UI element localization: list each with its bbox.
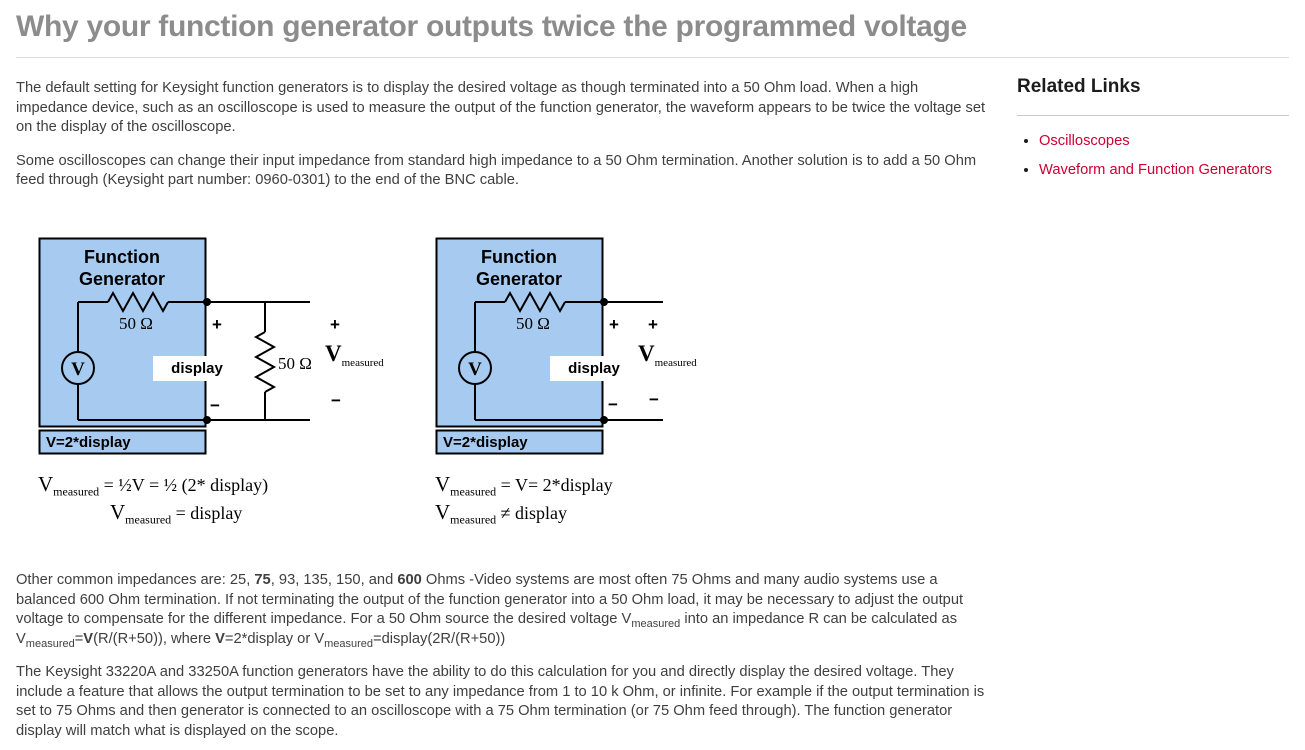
minus-sign: − <box>649 390 659 409</box>
circuit-unterminated-svg: Function Generator 50 Ω V display V=2*di… <box>435 237 697 454</box>
related-links-panel: Related Links Oscilloscopes Waveform and… <box>1017 58 1289 191</box>
plus-sign: + <box>330 315 340 334</box>
plus-sign: + <box>648 315 658 334</box>
equations-terminated: Vmeasured = ½V = ½ (2* display) Vmeasure… <box>38 471 398 527</box>
circuit-wires <box>474 290 663 421</box>
circuit-wires <box>77 290 310 421</box>
display-box <box>153 355 241 381</box>
v2display-label: V=2*display <box>46 434 131 451</box>
equation-line: Vmeasured = V= 2*display <box>435 472 613 499</box>
formula-bar <box>435 429 604 454</box>
voltage-source-label: V <box>71 359 85 380</box>
vmeasured-label: Vmeasured <box>638 341 697 369</box>
plus-sign: + <box>212 315 222 334</box>
list-item: Oscilloscopes <box>1039 133 1289 149</box>
link-oscilloscopes[interactable]: Oscilloscopes <box>1039 133 1130 149</box>
minus-sign: − <box>210 396 220 415</box>
return-node-dot <box>600 415 608 424</box>
circuit-unterminated-figure: Function Generator 50 Ω V display V=2*di… <box>435 237 735 528</box>
function-generator-box <box>435 237 604 427</box>
function-label: Function <box>481 247 557 267</box>
related-links-list: Oscilloscopes Waveform and Function Gene… <box>1017 133 1289 178</box>
circuit-terminated-svg: Function Generator 50 Ω V display V=2*di… <box>38 237 384 454</box>
display-box <box>550 355 638 381</box>
equation-line: Vmeasured = ½V = ½ (2* display) <box>38 472 269 499</box>
paragraph-impedances: Other common impedances are: 25, 75, 93,… <box>16 572 964 650</box>
equation-line: Vmeasured = display <box>110 500 243 527</box>
content-area: The default setting for Keysight functio… <box>16 58 1289 750</box>
equations-unterminated: Vmeasured = V= 2*display Vmeasured ≠ dis… <box>435 471 735 527</box>
load-resistor-label: 50 Ω <box>278 354 312 373</box>
generator-label: Generator <box>476 269 562 289</box>
paragraph-solution: Some oscilloscopes can change their inpu… <box>16 152 977 189</box>
source-resistor-label: 50 Ω <box>516 314 550 333</box>
voltage-source-label: V <box>468 359 482 380</box>
display-label: display <box>171 360 223 377</box>
function-generator-box <box>38 237 207 427</box>
list-item: Waveform and Function Generators <box>1039 162 1289 178</box>
paragraph-intro: The default setting for Keysight functio… <box>16 80 986 135</box>
voltage-source-circle <box>61 350 95 385</box>
voltage-source-circle <box>458 350 492 385</box>
display-label: display <box>568 360 620 377</box>
formula-bar <box>38 429 207 454</box>
vmeasured-label: Vmeasured <box>325 341 384 369</box>
output-node-dot <box>203 297 211 306</box>
v2display-label: V=2*display <box>443 434 528 451</box>
circuit-diagrams: Function Generator 50 Ω V display V=2*di… <box>38 237 991 528</box>
return-node-dot <box>203 415 211 424</box>
link-waveform-function-generators[interactable]: Waveform and Function Generators <box>1039 162 1272 178</box>
minus-sign: − <box>331 391 341 410</box>
page-title: Why your function generator outputs twic… <box>16 10 1289 58</box>
circuit-terminated-figure: Function Generator 50 Ω V display V=2*di… <box>38 237 398 528</box>
article-body: The default setting for Keysight functio… <box>16 58 991 750</box>
output-node-dot <box>600 297 608 306</box>
source-resistor-label: 50 Ω <box>119 314 153 333</box>
plus-sign: + <box>609 315 619 334</box>
sidebar-title: Related Links <box>1017 76 1289 116</box>
minus-sign: − <box>608 395 618 414</box>
equation-line: Vmeasured ≠ display <box>435 500 568 527</box>
generator-label: Generator <box>79 269 165 289</box>
paragraph-models: The Keysight 33220A and 33250A function … <box>16 664 985 739</box>
function-label: Function <box>84 247 160 267</box>
